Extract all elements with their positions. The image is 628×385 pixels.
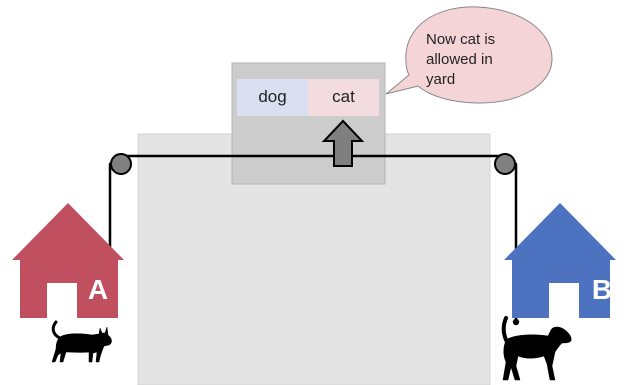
speech-bubble-line: allowed in (426, 51, 493, 68)
sign-cat-panel (308, 79, 379, 116)
up-arrow-icon (321, 119, 365, 167)
house-a-roof (12, 203, 124, 260)
house-b-door (549, 283, 579, 318)
speech-bubble-line: Now cat is (426, 31, 496, 48)
house-b-label: B (592, 274, 612, 305)
speech-bubble-line: yard (426, 71, 456, 88)
speech-bubble (385, 6, 553, 104)
speech-bubble-text: Now cat is allowed in yard (426, 30, 546, 90)
house-a (12, 203, 124, 318)
house-b-roof (504, 203, 616, 260)
rope (108, 154, 518, 322)
house-a-door (47, 283, 77, 318)
sign-label-cat: cat (332, 87, 355, 106)
house-b (504, 203, 616, 318)
sign-label-dog: dog (258, 87, 287, 106)
pulley-icon (494, 153, 516, 175)
pulley-icon (110, 153, 132, 175)
house-a-label: A (88, 274, 108, 305)
sign-dog-panel (237, 79, 308, 116)
cat-icon (51, 320, 112, 363)
rope-end-right (512, 318, 520, 326)
dog-icon (501, 316, 572, 381)
